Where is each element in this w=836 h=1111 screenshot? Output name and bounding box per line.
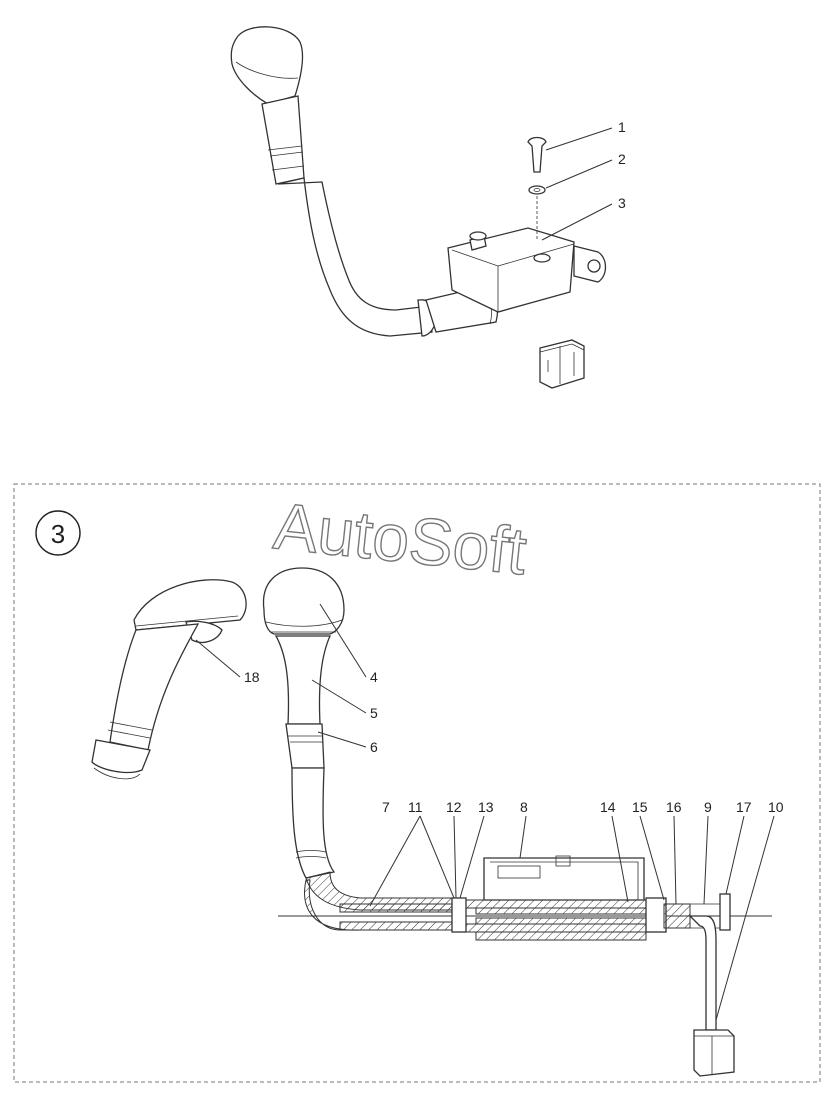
callout-4: 4	[370, 669, 378, 685]
callout-9: 9	[704, 799, 712, 815]
callout-17: 17	[736, 799, 752, 815]
callout-8: 8	[520, 799, 528, 815]
view-number-badge	[35, 510, 81, 556]
detail-callouts: 18 4 5 6 7 11 12 13 8 14 15 16 9 17 10	[244, 669, 784, 815]
side-knob-view	[91, 579, 247, 780]
callout-6: 6	[370, 739, 378, 755]
callout-11: 11	[408, 799, 423, 815]
top-connector	[539, 339, 585, 389]
callout-1: 1	[618, 119, 626, 135]
front-knob-view	[262, 567, 345, 769]
callout-7: 7	[382, 799, 390, 815]
top-assembly-view: 1 2 3	[230, 26, 626, 389]
top-lever-rod	[277, 177, 437, 337]
callout-12: 12	[446, 799, 462, 815]
detail-leaders	[195, 603, 775, 1021]
callout-10: 10	[768, 799, 784, 815]
top-bolt	[527, 136, 547, 240]
callout-13: 13	[478, 799, 494, 815]
detail-view-frame	[13, 483, 821, 1083]
callout-2: 2	[618, 151, 626, 167]
top-shaft-housing	[425, 227, 607, 333]
callout-16: 16	[666, 799, 682, 815]
view-number: 3	[51, 519, 65, 549]
callout-14: 14	[600, 799, 616, 815]
section-shaft	[278, 855, 772, 1077]
top-shift-knob	[230, 26, 305, 185]
lever-rod	[291, 767, 463, 911]
callout-5: 5	[370, 705, 378, 721]
callout-18: 18	[244, 669, 260, 685]
callout-15: 15	[632, 799, 648, 815]
callout-3: 3	[618, 195, 626, 211]
